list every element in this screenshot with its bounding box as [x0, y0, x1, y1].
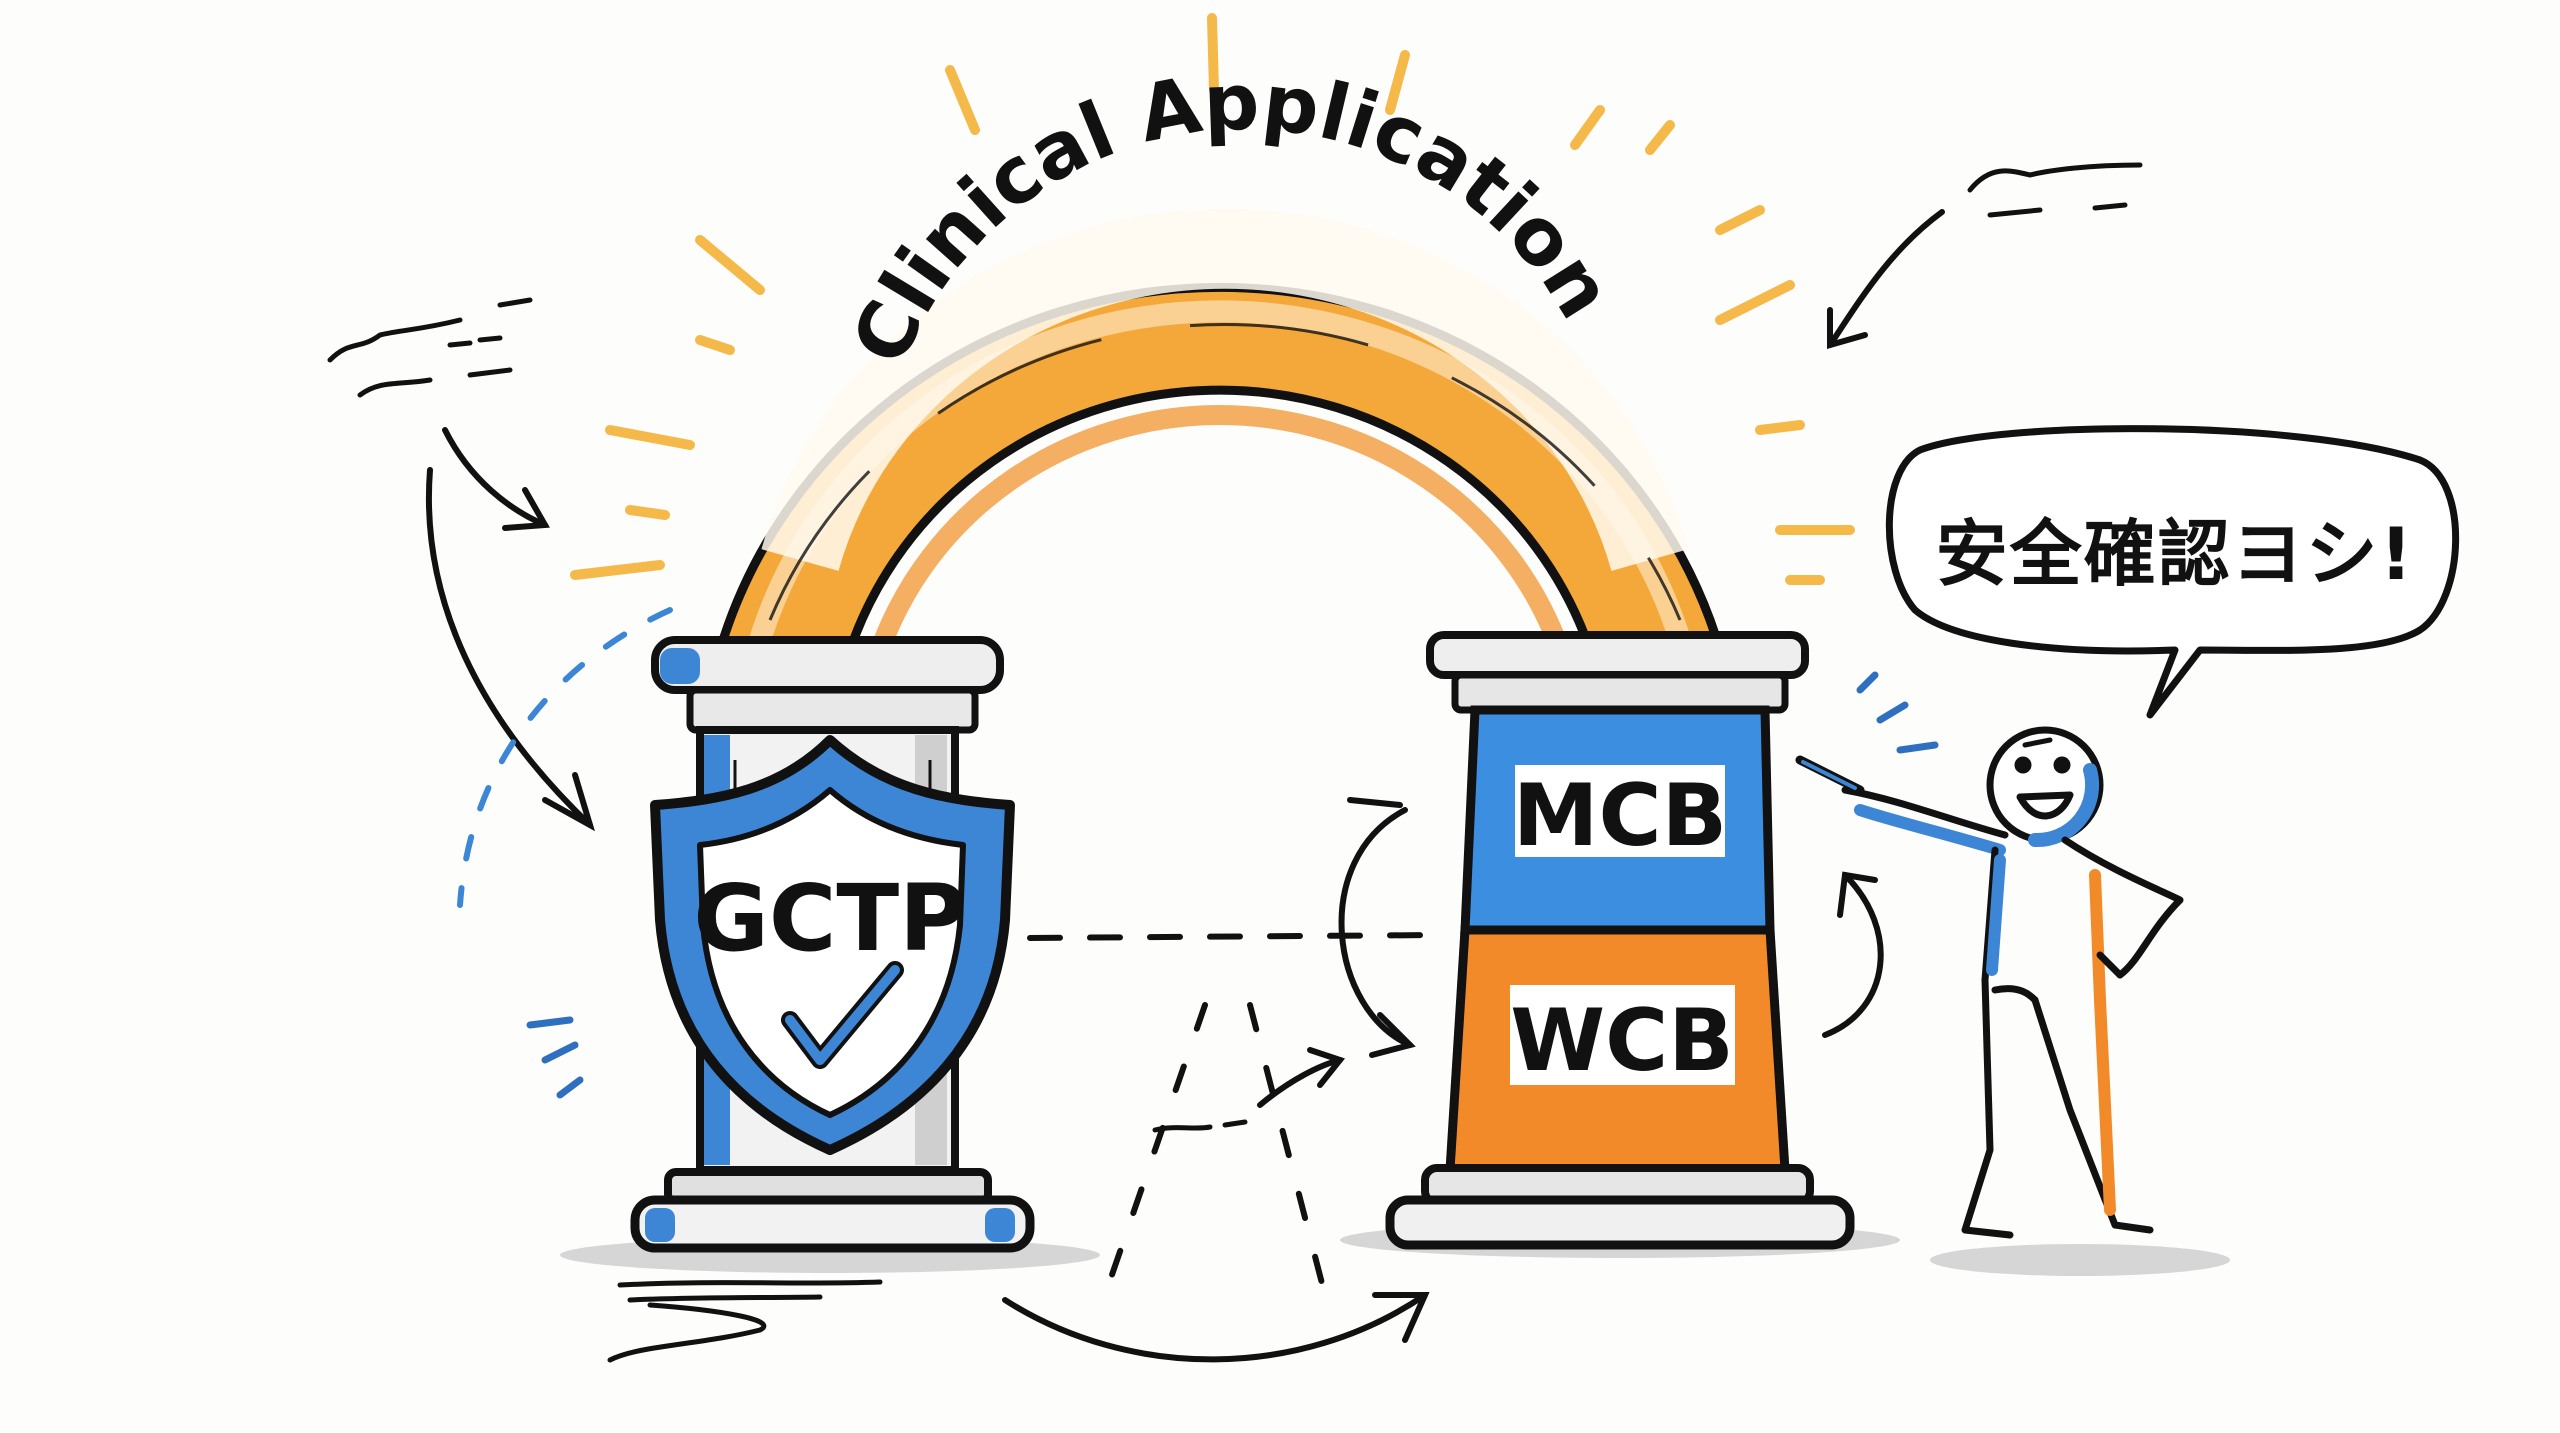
clinical-application-arch: Clinical Application: [715, 57, 1725, 655]
cell-bank-pillar: MCB WCB: [1385, 631, 1855, 1250]
glow-rays: [570, 13, 1855, 585]
svg-text:WCB: WCB: [1510, 991, 1734, 1091]
gctp-shield: GCTP: [650, 735, 1015, 1155]
shield-label: GCTP: [693, 865, 966, 972]
stick-figure-character: [1795, 726, 2184, 1239]
svg-text:MCB: MCB: [1513, 766, 1727, 866]
speech-bubble: [1885, 425, 2460, 719]
emphasis-marks: [526, 671, 1939, 1099]
mcb-block: MCB: [1460, 705, 1775, 935]
connector-arrows: [426, 209, 1945, 1363]
wcb-block: WCB: [1445, 925, 1790, 1175]
scribble-notes: [327, 162, 2143, 1363]
speech-bubble-text: 安全確認ヨシ!: [1935, 512, 2415, 596]
